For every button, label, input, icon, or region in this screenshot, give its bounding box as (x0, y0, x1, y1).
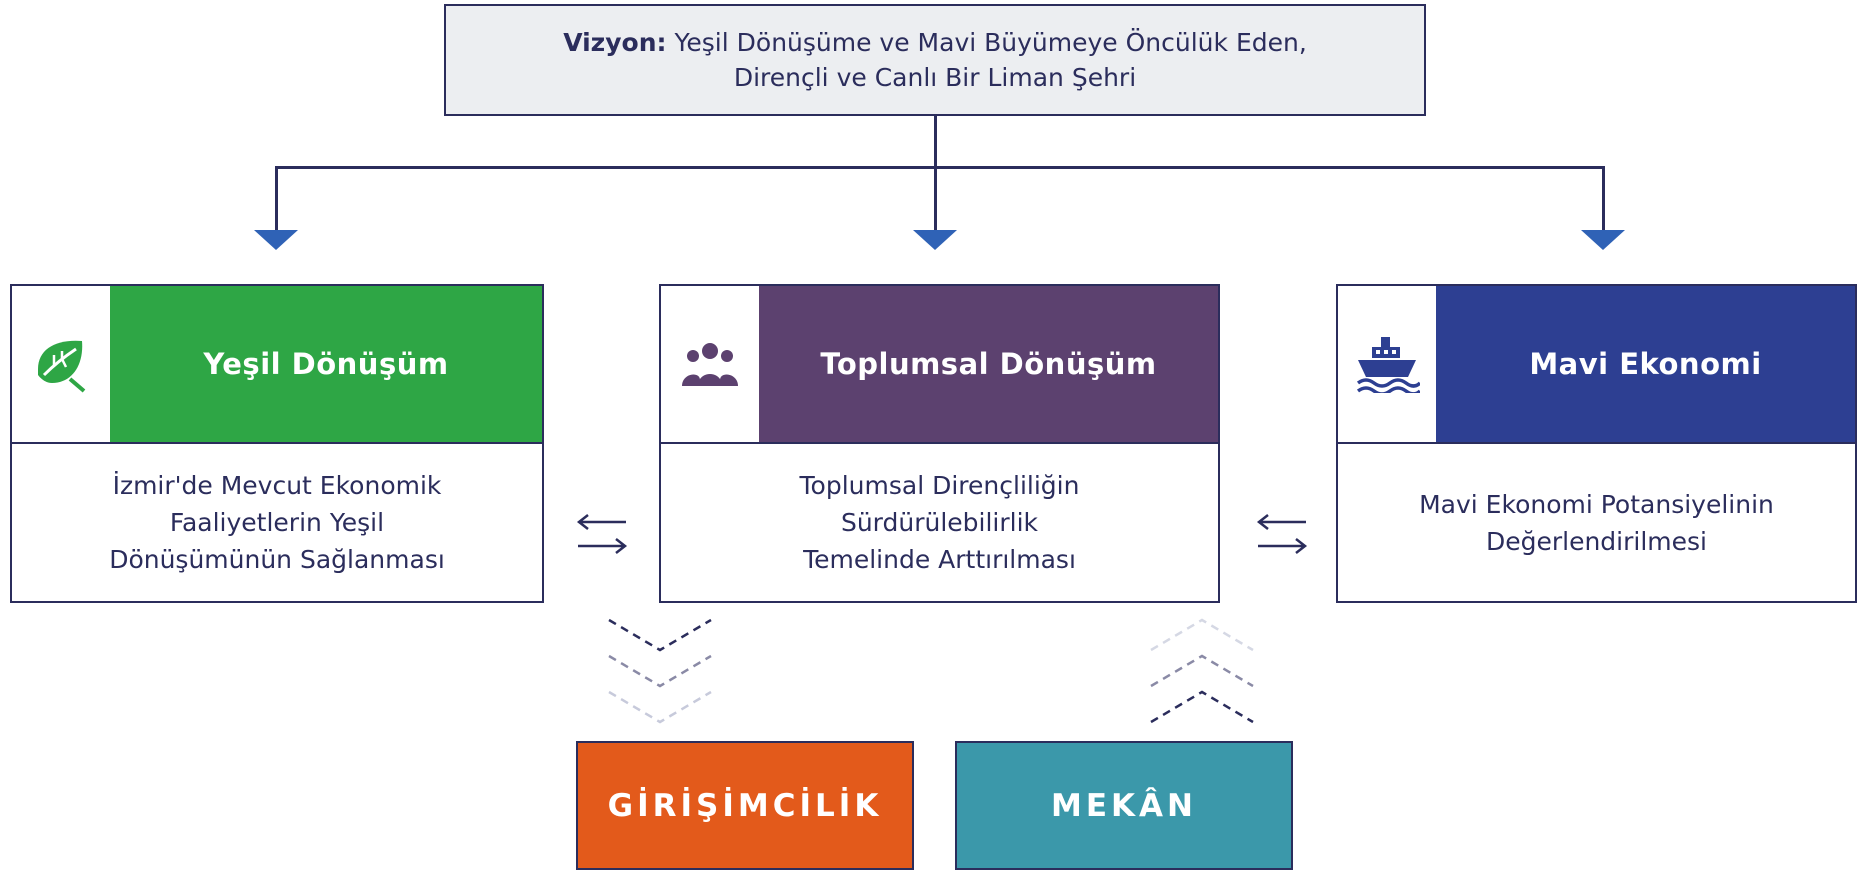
chevrons-up-icon (1150, 618, 1254, 724)
leaf-icon (12, 286, 112, 442)
card-header: Toplumsal Dönüşüm (661, 286, 1218, 444)
vision-line1: Yeşil Dönüşüme ve Mavi Büyümeye Öncülük … (674, 28, 1307, 57)
desc-line: Faaliyetlerin Yeşil (169, 508, 385, 537)
desc-line: Dönüşümünün Sağlanması (109, 545, 445, 574)
people-icon (661, 286, 761, 442)
double-arrow-icon (576, 514, 628, 554)
chevrons-down-icon (608, 618, 712, 724)
card-title: Toplumsal Dönüşüm (759, 286, 1218, 442)
card-description: Mavi Ekonomi Potansiyelinin Değerlendiri… (1338, 444, 1855, 601)
vision-box: Vizyon: Yeşil Dönüşüme ve Mavi Büyümeye … (444, 4, 1426, 116)
card-yesil-donusum: Yeşil Dönüşüm İzmir'de Mevcut Ekonomik F… (10, 284, 544, 603)
card-mavi-ekonomi: Mavi Ekonomi Mavi Ekonomi Potansiyelinin… (1336, 284, 1857, 603)
card-description: İzmir'de Mevcut Ekonomik Faaliyetlerin Y… (12, 444, 542, 601)
mekan-box: MEKÂN (955, 741, 1293, 870)
ship-icon (1338, 286, 1438, 442)
double-arrow-icon (1256, 514, 1308, 554)
desc-line: Temelinde Arttırılması (803, 545, 1076, 574)
card-header: Yeşil Dönüşüm (12, 286, 542, 444)
desc-line: Değerlendirilmesi (1485, 526, 1707, 556)
card-description: Toplumsal Dirençliliğin Sürdürülebilirli… (661, 444, 1218, 601)
card-title: Mavi Ekonomi (1436, 286, 1855, 442)
card-header: Mavi Ekonomi (1338, 286, 1855, 444)
girisimcilik-box: GİRİŞİMCİLİK (576, 741, 914, 870)
connector-left-drop (275, 166, 278, 234)
connector-horizontal (275, 166, 1605, 169)
arrowhead-right (1581, 230, 1625, 250)
arrowhead-left (254, 230, 298, 250)
connector-right-drop (1602, 166, 1605, 234)
desc-line: Mavi Ekonomi Potansiyelinin (1419, 489, 1774, 519)
desc-line: Sürdürülebilirlik (840, 508, 1039, 537)
vision-label: Vizyon: (563, 28, 667, 57)
vision-line2: Dirençli ve Canlı Bir Liman Şehri (733, 63, 1137, 92)
card-title: Yeşil Dönüşüm (110, 286, 542, 442)
arrowhead-center (913, 230, 957, 250)
desc-line: İzmir'de Mevcut Ekonomik (112, 471, 442, 500)
card-toplumsal-donusum: Toplumsal Dönüşüm Toplumsal Dirençliliği… (659, 284, 1220, 603)
connector-vertical-main (934, 116, 937, 234)
desc-line: Toplumsal Dirençliliğin (799, 471, 1080, 500)
